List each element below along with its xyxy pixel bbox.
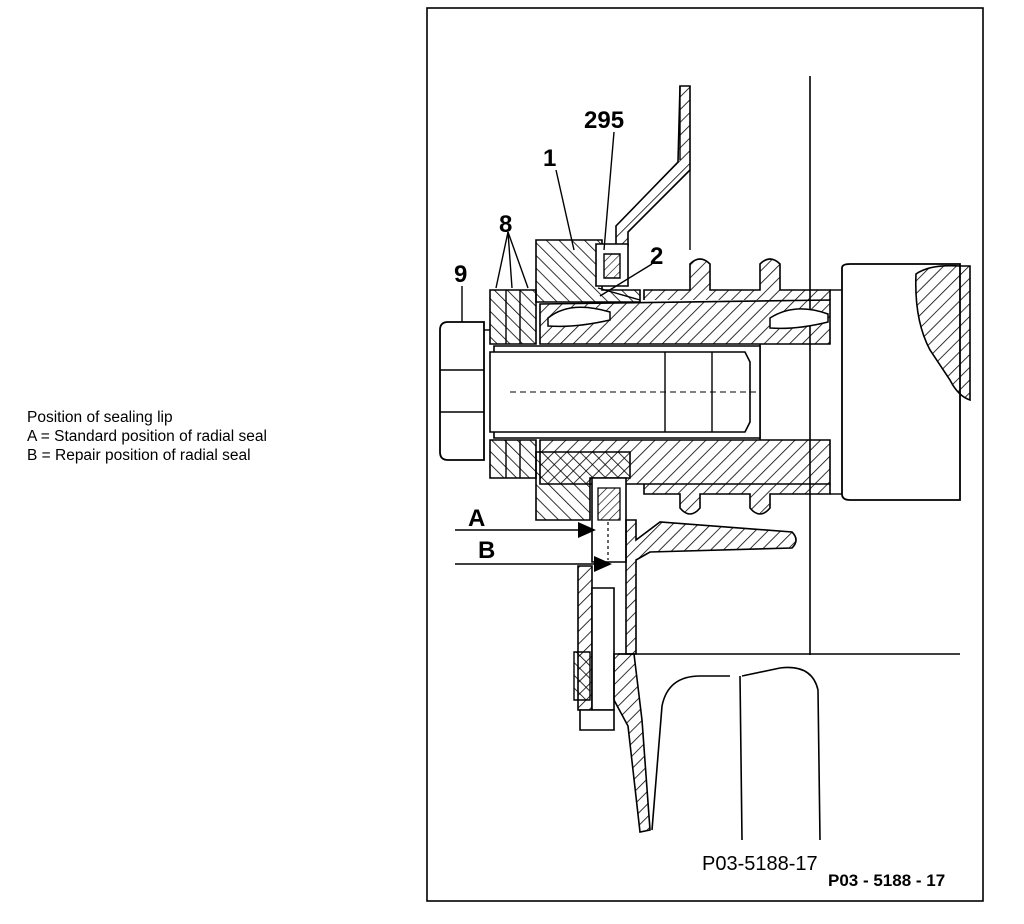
crankshaft-web-section bbox=[914, 264, 971, 402]
upper-cover-extension bbox=[679, 86, 691, 250]
caption: Position of sealing lip A = Standard pos… bbox=[27, 408, 407, 465]
callout-2: 2 bbox=[650, 243, 663, 270]
figure-code-primary: P03-5188-17 bbox=[702, 853, 818, 875]
sprocket-teeth-top bbox=[643, 258, 831, 300]
lower-block-wall bbox=[613, 653, 651, 833]
caption-line-b: B = Repair position of radial seal bbox=[27, 447, 251, 464]
bolt-head-part-9 bbox=[439, 321, 485, 461]
position-arrow-b bbox=[594, 556, 612, 572]
leader-1 bbox=[555, 169, 575, 251]
woodruff-key-left bbox=[547, 306, 611, 328]
sprocket-teeth-bottom bbox=[643, 484, 831, 515]
callout-b: B bbox=[478, 537, 495, 564]
callout-a: A bbox=[468, 505, 485, 532]
crankcase-profile bbox=[651, 675, 730, 831]
callout-8: 8 bbox=[499, 211, 512, 238]
woodruff-key-right bbox=[769, 308, 829, 330]
lower-cover bbox=[625, 519, 797, 655]
crankcase-profile-3 bbox=[739, 675, 743, 841]
lower-bracket bbox=[573, 651, 591, 701]
leader-8-a bbox=[495, 231, 509, 289]
leader-8-b bbox=[507, 231, 513, 289]
caption-line-a: A = Standard position of radial seal bbox=[27, 428, 267, 445]
crankcase-profile-2 bbox=[741, 666, 821, 841]
leader-2 bbox=[599, 263, 653, 297]
figure-code-secondary: P03 - 5188 - 17 bbox=[828, 871, 945, 890]
figure-frame bbox=[426, 7, 984, 902]
lower-bolt bbox=[591, 587, 615, 711]
leader-295 bbox=[603, 131, 615, 251]
leader-8-c bbox=[507, 231, 529, 289]
position-arrow-a bbox=[578, 522, 596, 538]
radial-seal-lower-inner bbox=[597, 487, 621, 521]
callout-1: 1 bbox=[543, 145, 556, 172]
lower-bolt-head bbox=[579, 709, 615, 731]
callout-295: 295 bbox=[584, 107, 624, 134]
radial-seal-upper-lip bbox=[597, 253, 641, 301]
upper-cover bbox=[615, 85, 691, 247]
caption-title: Position of sealing lip bbox=[27, 409, 173, 426]
callout-9: 9 bbox=[454, 261, 467, 288]
